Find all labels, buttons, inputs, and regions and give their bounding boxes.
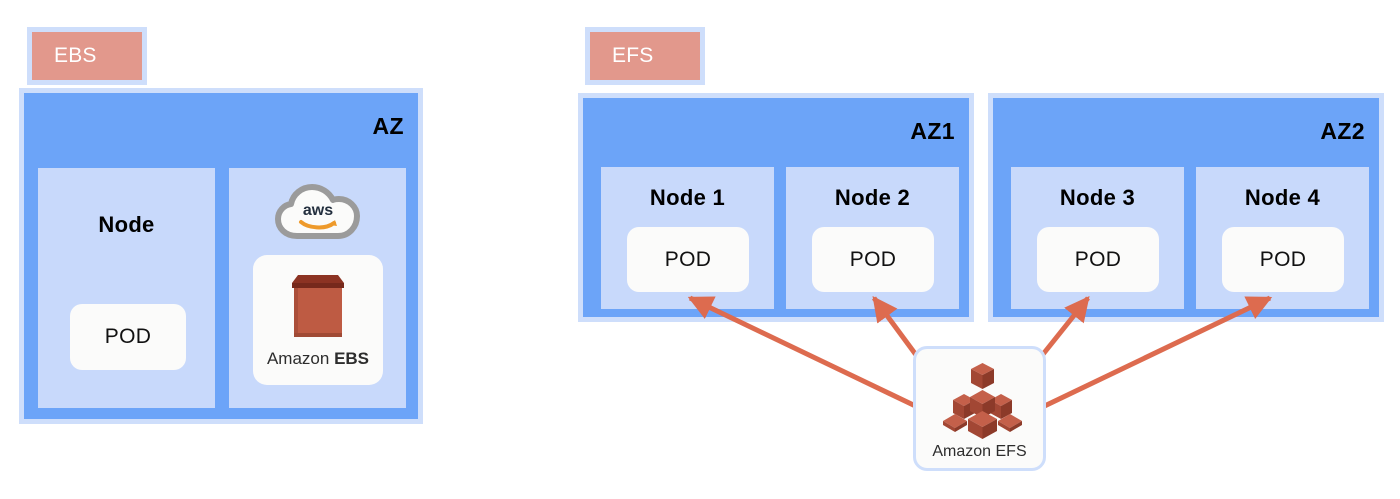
amazon-ebs-caption: Amazon EBS [253,349,383,369]
amazon-ebs-icon [286,267,350,343]
az-label-az2: AZ2 [1320,118,1365,144]
node-label-node-2: Node 2 [834,185,911,210]
amazon-ebs-caption-bold: EBS [334,349,370,368]
az-box-ebs: AZ Node POD aws [19,88,423,424]
amazon-efs-card: Amazon EFS [913,346,1046,471]
amazon-efs-caption: Amazon EFS [932,443,1027,460]
node-box-node-2: Node 2 POD [786,167,959,309]
pod-box-node-2: POD [812,227,934,292]
aws-cloud-icon: aws [275,182,361,244]
pod-label-node-1: POD [664,247,712,271]
node-label-ebs: Node [98,212,155,237]
pod-label-node-3: POD [1074,247,1122,271]
section-tag-ebs-label: EBS [54,44,97,67]
pod-box-ebs: POD [70,304,186,370]
amazon-ebs-caption-normal: Amazon [266,349,335,368]
pod-label-ebs: POD [104,325,152,348]
section-tag-ebs: EBS [27,27,147,85]
section-tag-efs-label: EFS [612,44,654,67]
az-box-az2: AZ2 Node 3 POD Node 4 POD [988,93,1384,322]
amazon-ebs-card: Amazon EBS [253,255,383,385]
pod-label-node-4: POD [1259,247,1307,271]
az-label-az1: AZ1 [910,118,955,144]
node-box-node-4: Node 4 POD [1196,167,1369,309]
section-tag-efs: EFS [585,27,705,85]
pod-box-node-1: POD [627,227,749,292]
pod-box-node-4: POD [1222,227,1344,292]
svg-text:aws: aws [303,202,333,219]
node-label-node-4: Node 4 [1244,185,1321,210]
az-label-ebs: AZ [372,113,404,139]
amazon-efs-icon [937,359,1028,439]
node-box-node-1: Node 1 POD [601,167,774,309]
pod-box-node-3: POD [1037,227,1159,292]
pod-label-node-2: POD [849,247,897,271]
node-label-node-3: Node 3 [1059,185,1136,210]
az-box-az1: AZ1 Node 1 POD Node 2 POD [578,93,974,322]
node-box-node-3: Node 3 POD [1011,167,1184,309]
storage-box-ebs: aws [229,168,406,408]
node-box-ebs: Node POD [38,168,215,408]
node-label-node-1: Node 1 [649,185,726,210]
